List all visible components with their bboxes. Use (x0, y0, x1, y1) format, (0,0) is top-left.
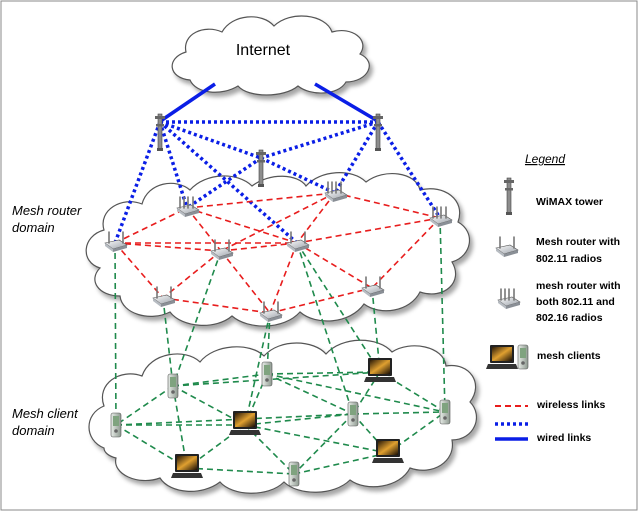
wireless-link-blue (159, 120, 262, 160)
legend-title: Legend (525, 152, 565, 166)
laptop-icon (171, 454, 203, 478)
pda-icon (439, 399, 451, 425)
pda-icon (110, 412, 122, 438)
legend-label-wimax: WiMAX tower (536, 196, 603, 208)
mesh-router-icon (361, 276, 385, 297)
mesh-router-dual-icon (176, 196, 200, 217)
wireless-link-red (334, 192, 441, 219)
wireless-link-red (296, 192, 336, 244)
wimax-tower-icon (504, 177, 514, 215)
laptop-icon (372, 439, 404, 463)
mesh-router-icon (286, 231, 310, 252)
wireless-link-blue (260, 120, 379, 160)
wireless-link-blue (158, 120, 299, 245)
wireless-link-green (266, 371, 381, 375)
internet-label: Internet (236, 42, 291, 59)
wireless-link-green (172, 250, 222, 387)
wired-links (161, 82, 377, 122)
wireless-link-red (296, 242, 373, 289)
legend-label-wired: wired links (536, 432, 591, 444)
wireless-link-green (244, 312, 271, 426)
wireless-link-green (293, 452, 389, 475)
wireless-link-red (371, 217, 441, 289)
pda-icon (347, 401, 359, 427)
wireless-link-red (114, 242, 164, 299)
mesh-router-dual-icon (497, 288, 521, 309)
wireless-link-red (220, 192, 336, 252)
wireless-link-green (186, 467, 295, 475)
wireless-link-red (114, 207, 188, 244)
laptop-icon (364, 358, 396, 382)
wireless-link-red (269, 287, 373, 314)
wireless-link-red (186, 192, 336, 209)
wireless-link-green (115, 385, 174, 426)
wireless-link-red (220, 250, 271, 314)
wireless-link-green (266, 373, 446, 413)
wimax-tower-icon (155, 113, 165, 151)
client-domain-label-1: Mesh client (12, 406, 79, 421)
router-domain-label-2: domain (12, 220, 55, 235)
legend: Legend WiMAX tower Mesh router with 802.… (486, 152, 621, 444)
legend-label-router-both-3: 802.16 radios (536, 312, 603, 324)
wireless-link-green (352, 411, 446, 415)
wired-link (161, 82, 216, 122)
wireless-link-red (220, 242, 298, 252)
wireless-link-green (172, 385, 246, 426)
wireless-link-blue (186, 156, 262, 210)
mesh-router-icon (259, 301, 283, 322)
wireless-links-blue (113, 120, 442, 245)
wireless-link-green (172, 385, 188, 469)
legend-label-router-2: 802.11 radios (536, 253, 602, 265)
wireless-link-green (244, 424, 389, 454)
wireless-link-blue (260, 156, 336, 195)
wireless-link-green (293, 413, 354, 475)
mesh-router-dual-icon (324, 181, 348, 202)
wired-link (314, 82, 377, 122)
wireless-link-green (172, 373, 268, 387)
mesh-router-icon (495, 236, 519, 257)
mesh-router-dual-icon (429, 206, 453, 227)
internet-cloud: Internet (171, 15, 370, 96)
wireless-link-green (162, 297, 174, 387)
wireless-link-green (439, 217, 446, 413)
legend-label-router-both-1: mesh router with (536, 280, 621, 292)
wireless-link-red (269, 242, 298, 314)
mesh-router-icon (210, 239, 234, 260)
wimax-tower-icon (373, 113, 383, 151)
wireless-link-green (296, 242, 381, 373)
wimax-tower-icon (256, 149, 266, 187)
pda-icon (261, 361, 273, 387)
router-domain-label-1: Mesh router (12, 203, 82, 218)
legend-label-router-1: Mesh router with (536, 236, 620, 248)
wireless-link-red (296, 217, 441, 244)
laptop-icon (229, 411, 261, 435)
wireless-link-green (244, 413, 354, 426)
wireless-link-green (115, 424, 188, 469)
legend-label-clients: mesh clients (537, 350, 601, 362)
client-domain-cloud (88, 339, 478, 494)
mesh-router-icon (104, 231, 128, 252)
wireless-link-red (162, 297, 271, 314)
wireless-link-blue (376, 121, 442, 219)
pda-icon (167, 373, 179, 399)
network-nodes (104, 113, 453, 487)
wireless-link-green (266, 373, 354, 415)
pda-icon (517, 344, 529, 370)
legend-label-wireless-red: wireless links (536, 399, 605, 411)
wireless-link-green (114, 242, 117, 426)
legend-label-router-both-2: both 802.11 and (536, 296, 615, 308)
mesh-router-icon (152, 286, 176, 307)
client-domain-label-2: domain (12, 423, 55, 438)
wireless-link-red (114, 242, 222, 252)
laptop-icon (486, 345, 518, 369)
wireless-link-red (162, 250, 222, 299)
pda-icon (288, 461, 300, 487)
wireless-link-blue (333, 121, 380, 194)
